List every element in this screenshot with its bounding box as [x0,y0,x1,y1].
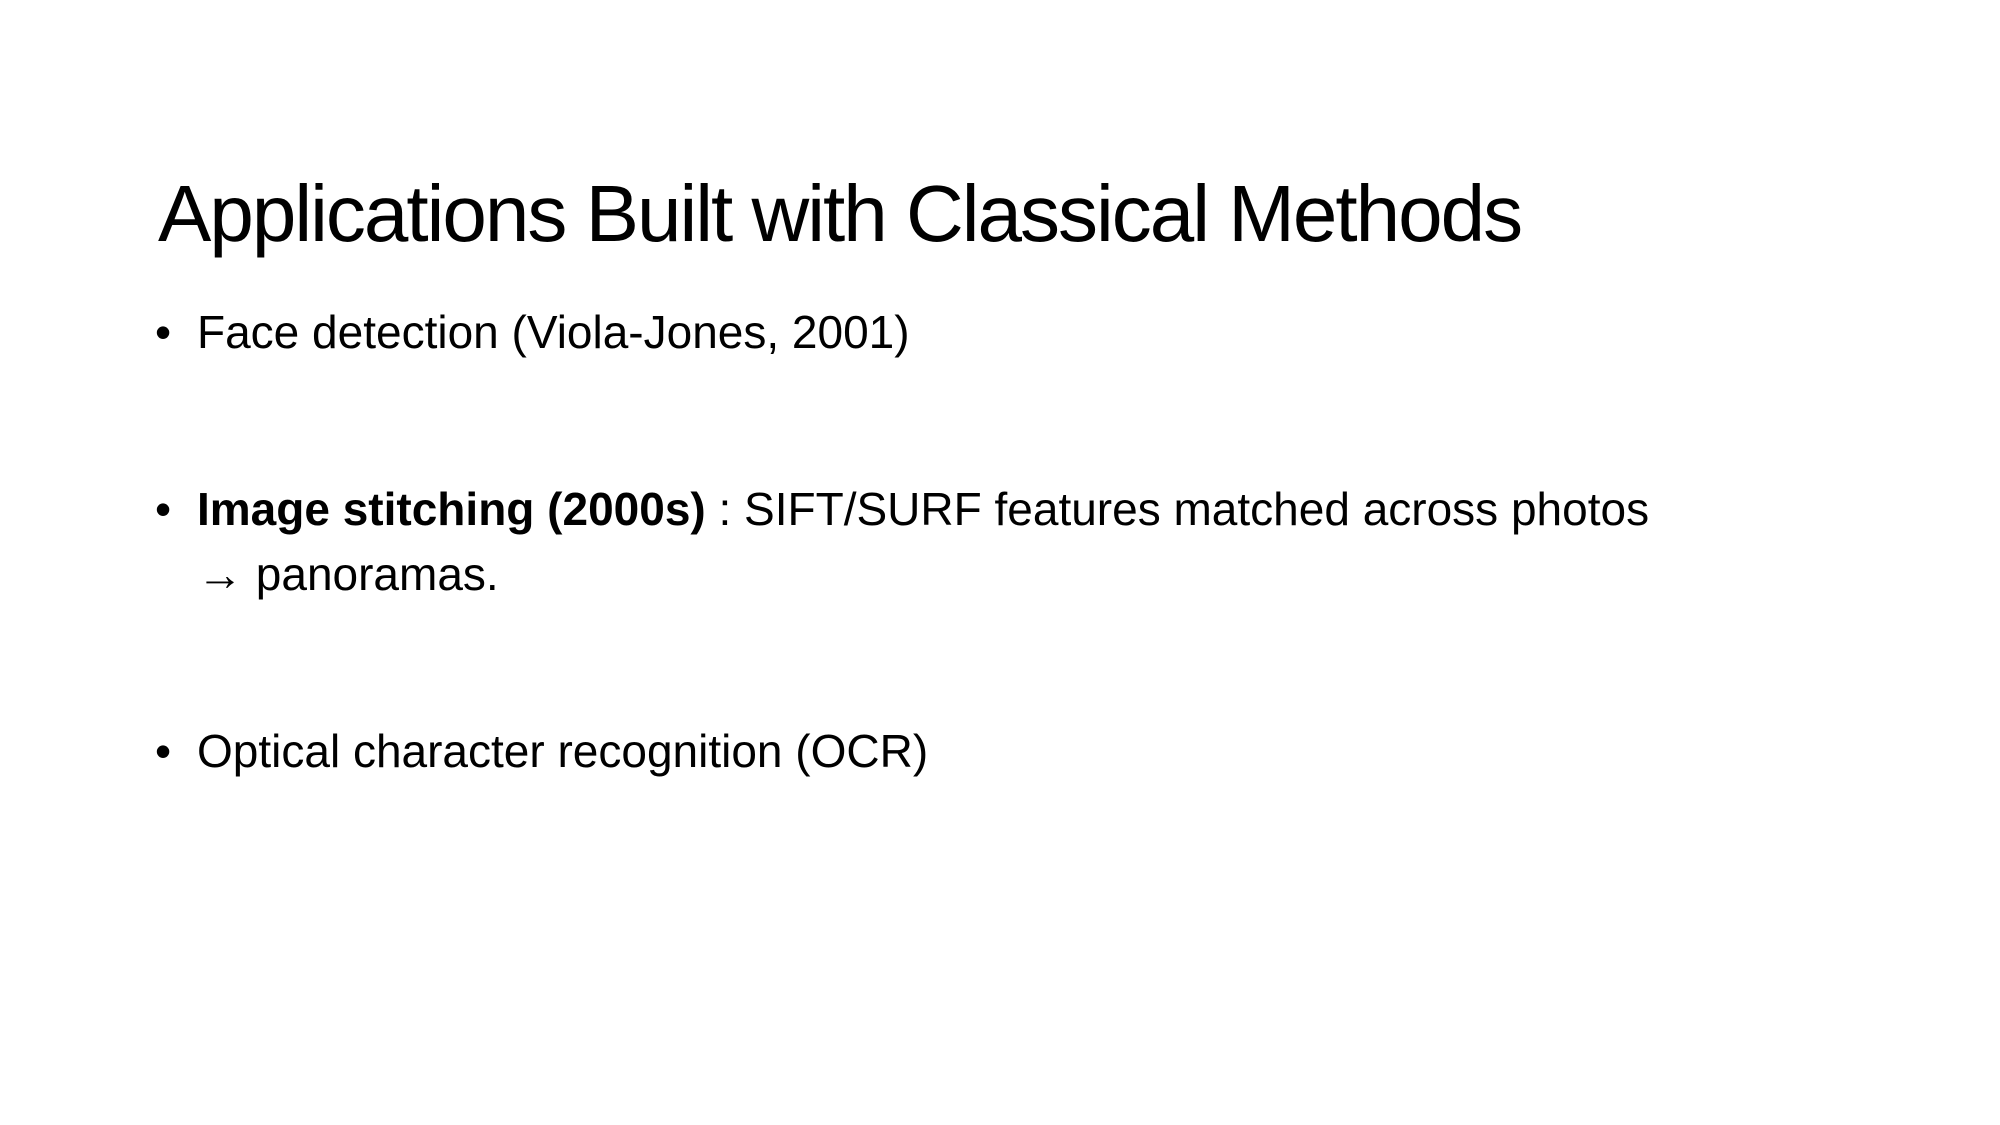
bullet-item-image-stitching: Image stitching (2000s) : SIFT/SURF feat… [155,477,1895,607]
bullet-text: : SIFT/SURF features matched across phot… [705,483,1650,535]
bullet-text: Face detection (Viola-Jones, 2001) [197,306,910,358]
bullet-bold-lead: Image stitching (2000s) [197,483,706,535]
bullet-text: Optical character recognition (OCR) [197,725,929,777]
bullet-continuation-line: → panoramas. [197,548,499,600]
bullet-item-ocr: Optical character recognition (OCR) [155,719,1895,784]
bullet-list: Face detection (Viola-Jones, 2001) Image… [155,300,1895,896]
bullet-item-face-detection: Face detection (Viola-Jones, 2001) [155,300,1895,365]
slide-title: Applications Built with Classical Method… [158,168,1523,258]
